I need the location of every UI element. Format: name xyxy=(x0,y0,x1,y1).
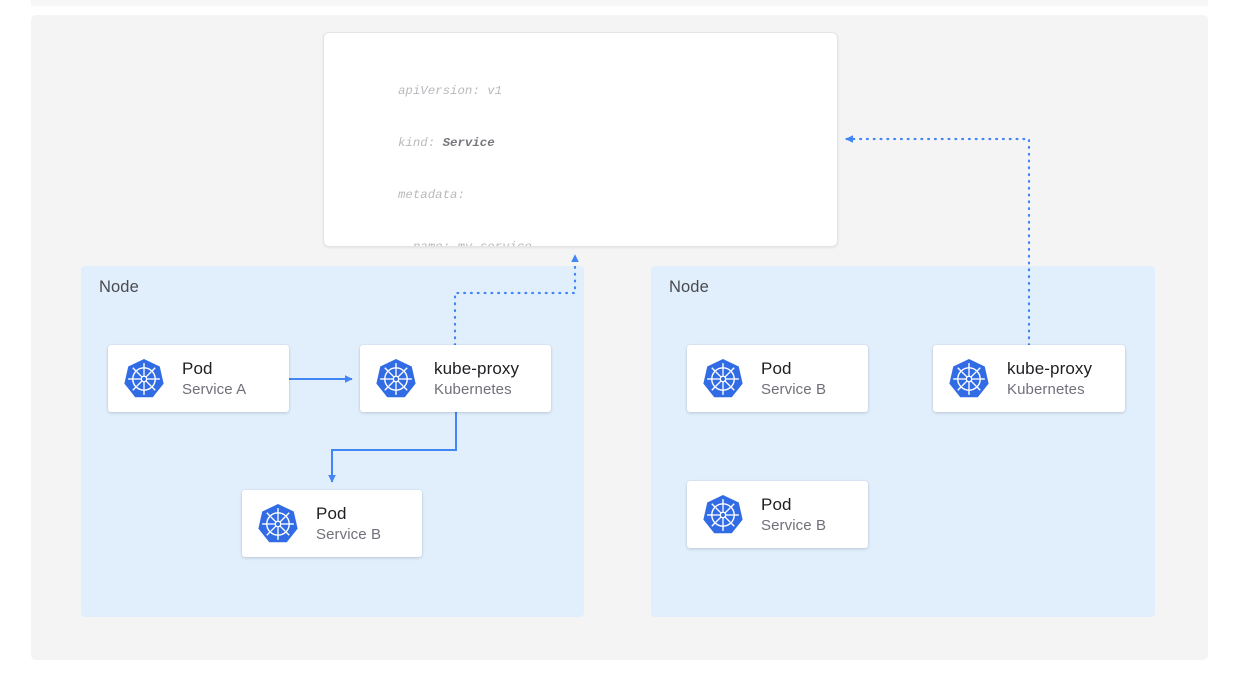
node-label-left: Node xyxy=(99,278,139,296)
card-text: kube-proxy Kubernetes xyxy=(434,358,519,400)
yaml-line: apiVersion: v1 xyxy=(398,83,503,98)
card-subtitle: Service A xyxy=(182,380,247,398)
card-pod-service-b-right-2[interactable]: Pod Service B xyxy=(687,481,868,548)
node-label-right: Node xyxy=(669,278,709,296)
card-text: kube-proxy Kubernetes xyxy=(1007,358,1092,400)
card-subtitle: Kubernetes xyxy=(1007,380,1085,398)
card-title: Pod xyxy=(761,494,792,514)
card-title: kube-proxy xyxy=(434,358,520,378)
node-panel-left: Node xyxy=(81,266,584,617)
card-text: Pod Service B xyxy=(316,503,381,545)
card-title: Pod xyxy=(761,358,792,378)
card-subtitle: Service B xyxy=(761,380,827,398)
kubernetes-icon xyxy=(949,358,989,397)
card-pod-service-a[interactable]: Pod Service A xyxy=(108,345,289,412)
yaml-line: metadata: xyxy=(398,188,465,203)
card-title: Pod xyxy=(316,503,347,523)
card-text: Pod Service B xyxy=(761,494,826,536)
yaml-line: name: my-service xyxy=(398,239,703,246)
kubernetes-icon xyxy=(703,494,743,533)
kubernetes-icon xyxy=(703,358,743,397)
card-text: Pod Service B xyxy=(761,358,826,400)
card-text: Pod Service A xyxy=(182,358,246,400)
card-kube-proxy-left[interactable]: kube-proxy Kubernetes xyxy=(360,345,551,412)
card-subtitle: Kubernetes xyxy=(434,380,512,398)
kubernetes-icon xyxy=(258,503,298,542)
service-manifest-text: apiVersion: v1 kind: Service metadata: n… xyxy=(398,48,703,246)
node-panel-right: Node xyxy=(651,266,1155,617)
card-title: Pod xyxy=(182,358,213,378)
kubernetes-icon xyxy=(376,358,416,397)
card-subtitle: Service B xyxy=(316,525,382,543)
kubernetes-icon xyxy=(124,358,164,397)
service-manifest-card: apiVersion: v1 kind: Service metadata: n… xyxy=(323,32,838,247)
card-subtitle: Service B xyxy=(761,516,827,534)
card-title: kube-proxy xyxy=(1007,358,1093,378)
card-pod-service-b-left[interactable]: Pod Service B xyxy=(242,490,422,557)
card-pod-service-b-right-1[interactable]: Pod Service B xyxy=(687,345,868,412)
card-kube-proxy-right[interactable]: kube-proxy Kubernetes xyxy=(933,345,1125,412)
yaml-line: kind: Service xyxy=(398,136,495,151)
canvas-top-strip xyxy=(31,0,1208,6)
